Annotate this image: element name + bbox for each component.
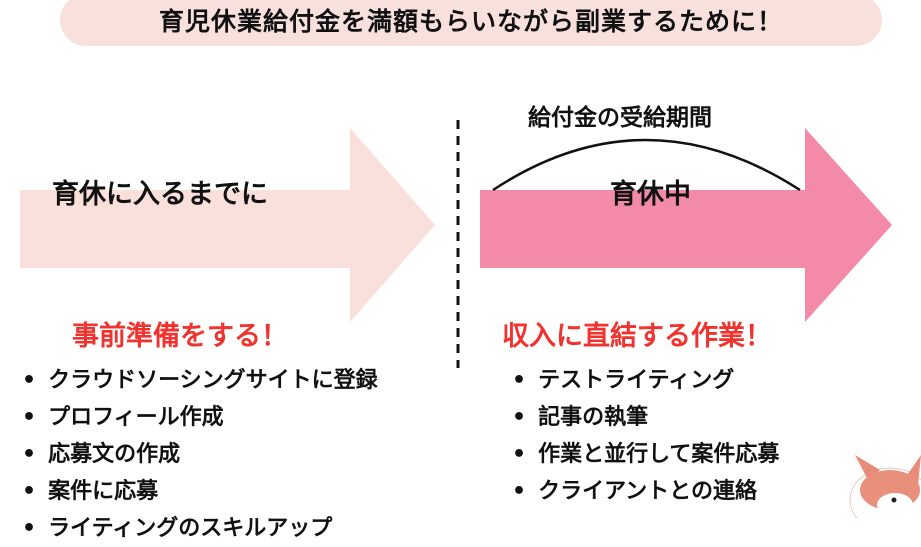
- period-label: 給付金の受給期間: [528, 105, 712, 131]
- list-item: クライアントとの連絡: [512, 473, 779, 510]
- list-item: ライティングのスキルアップ: [22, 510, 378, 547]
- diagram-graphics: [20, 120, 921, 518]
- title: 育児休業給付金を満額もらいながら副業するために！: [158, 7, 783, 36]
- left-heading: 事前準備をする！: [72, 321, 288, 352]
- right-heading: 収入に直結する作業！: [502, 321, 772, 352]
- left-arrow: [20, 128, 435, 322]
- list-item: テストライティング: [512, 362, 779, 399]
- right-arrow-label: 育休中: [610, 179, 691, 210]
- corgi-illustration: [849, 455, 921, 518]
- list-item: プロフィール作成: [22, 399, 378, 436]
- list-item: 応募文の作成: [22, 436, 378, 473]
- title-banner: 育児休業給付金を満額もらいながら副業するために！: [60, 0, 882, 46]
- list-item: 案件に応募: [22, 473, 378, 510]
- right-list: テストライティング 記事の執筆 作業と並行して案件応募 クライアントとの連絡: [512, 362, 779, 510]
- right-arrow: [480, 128, 892, 322]
- list-item: 記事の執筆: [512, 399, 779, 436]
- list-item: 作業と並行して案件応募: [512, 436, 779, 473]
- left-list: クラウドソーシングサイトに登録 プロフィール作成 応募文の作成 案件に応募 ライ…: [22, 362, 378, 547]
- left-arrow-label: 育休に入るまでに: [52, 179, 268, 210]
- period-arc: [492, 138, 801, 192]
- list-item: クラウドソーシングサイトに登録: [22, 362, 378, 399]
